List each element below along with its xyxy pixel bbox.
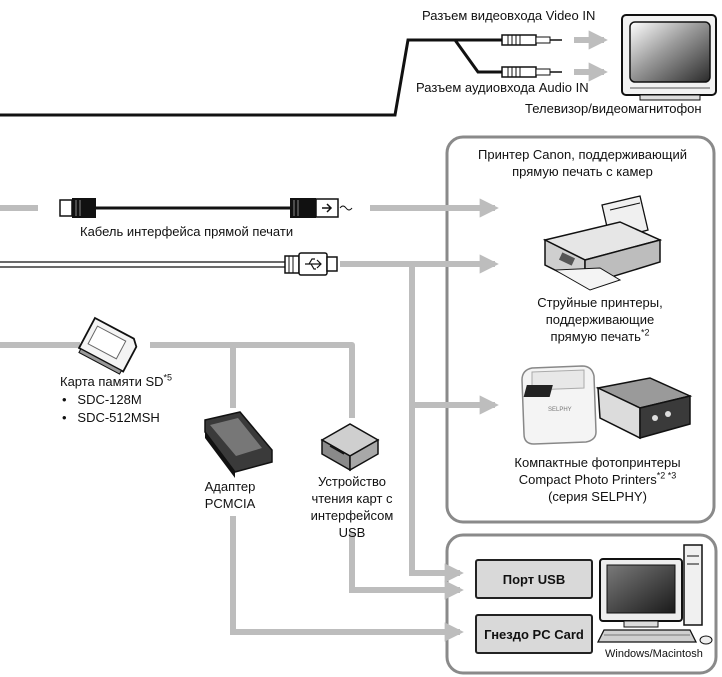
usb-route-pc	[409, 405, 464, 583]
compact-footnote: *2 *3	[656, 470, 677, 481]
computer-illustration	[596, 544, 713, 645]
reader-label-2: чтения карт с	[311, 491, 393, 506]
os-label: Windows/Macintosh	[605, 648, 703, 660]
tv-illustration	[621, 14, 717, 101]
adapter-label-1: Адаптер	[204, 479, 256, 494]
bullet-2: •	[62, 410, 67, 425]
video-plug	[501, 34, 562, 46]
reader-to-usb-port	[349, 532, 464, 600]
card-route	[150, 342, 355, 418]
sd-model-1: • SDC-128M	[62, 392, 142, 408]
usb-route-compact	[409, 264, 499, 415]
tv-device-label: Телевизор/видеомагнитофон	[525, 101, 702, 116]
printer-panel-frame	[445, 135, 716, 524]
bullet-1: •	[62, 392, 67, 407]
selphy-print: SELPHY	[548, 407, 572, 413]
reader-label-4: USB	[338, 525, 366, 540]
inkjet-footnote: *2	[640, 327, 650, 338]
audio-in-label: Разъем аудиовхода Audio IN	[416, 80, 589, 95]
compact-label-2-text: Compact Photo Printers	[518, 472, 657, 487]
usb-port-box: Порт USB	[475, 559, 593, 599]
compact-label-1: Компактные фотопринтеры	[514, 455, 681, 470]
pc-card-slot-box: Гнездо PC Card	[475, 614, 593, 654]
inkjet-label-1: Струйные принтеры,	[537, 295, 663, 310]
video-in-label: Разъем видеовхода Video IN	[422, 8, 596, 23]
reader-label-1: Устройство	[317, 474, 386, 489]
sd-card-label-text: Карта памяти SD	[60, 374, 164, 389]
inkjet-printer-illustration	[542, 195, 663, 291]
compact-label-2: Compact Photo Printers*2 *3	[480, 470, 715, 488]
audio-plug	[501, 66, 562, 78]
card-reader-illustration	[320, 423, 380, 472]
usb-plug	[284, 252, 338, 276]
sd-card-illustration	[77, 316, 138, 375]
printer-panel-title-2: прямую печать с камер	[512, 164, 653, 179]
printer-panel-title-1: Принтер Canon, поддерживающий	[478, 147, 687, 162]
av-cable-branch	[453, 39, 505, 74]
adapter-to-pc-card	[230, 516, 464, 642]
inkjet-label-3: прямую печать*2	[500, 327, 700, 345]
inkjet-label-2: поддерживающие	[545, 312, 655, 327]
sd-card-footnote: *5	[163, 372, 173, 383]
direct-print-cable-label: Кабель интерфейса прямой печати	[80, 224, 294, 239]
compact-label-3: (серия SELPHY)	[548, 489, 647, 504]
pcmcia-adapter-illustration	[204, 411, 273, 478]
adapter-label-2: PCMCIA	[204, 496, 256, 511]
compact-printer-white: SELPHY	[521, 365, 597, 445]
sd-model-1-text: SDC-128M	[77, 392, 142, 407]
sd-card-label: Карта памяти SD*5	[60, 372, 173, 390]
inkjet-label-3-text: прямую печать	[550, 329, 641, 344]
sd-model-2: • SDC-512MSH	[62, 410, 160, 426]
reader-label-3: интерфейсом	[310, 508, 394, 523]
computer-panel-frame	[445, 533, 718, 675]
av-cable	[0, 38, 505, 117]
compact-printer-dark	[523, 377, 693, 440]
cable-plug-right	[290, 198, 353, 218]
sd-model-2-text: SDC-512MSH	[77, 410, 160, 425]
cable-plug-left	[59, 198, 96, 218]
